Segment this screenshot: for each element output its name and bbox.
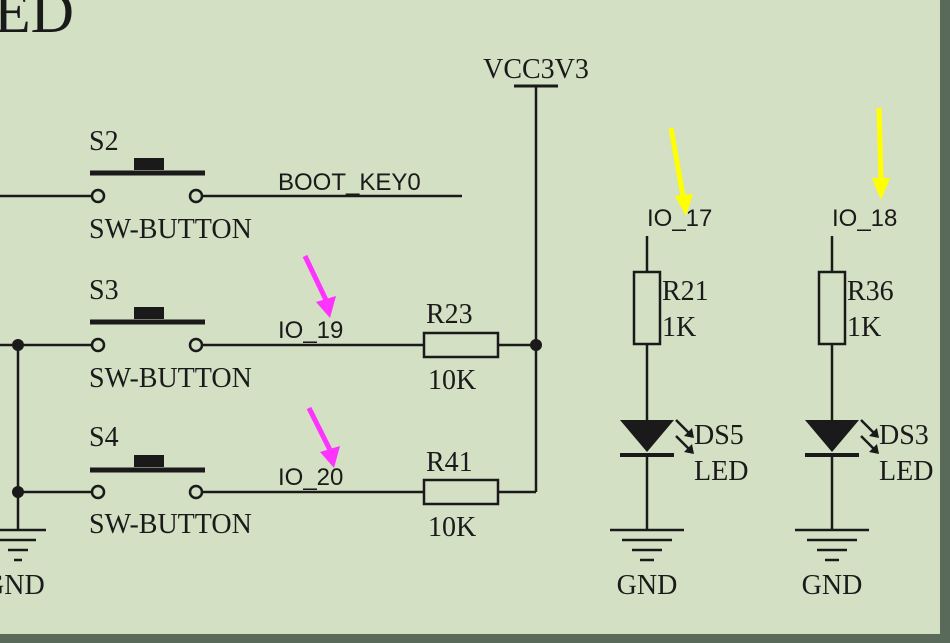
net-label-boot-key0: BOOT_KEY0 (278, 169, 421, 196)
switch-plunger (134, 307, 164, 319)
switch-s4: S4 SW-BUTTON IO_20 (89, 422, 343, 540)
switch-contact (188, 484, 204, 500)
led-circuit-io18: IO_18 R36 1K DS3 LED GND (795, 205, 933, 601)
switch-contact (188, 337, 204, 353)
led-label: LED (694, 456, 748, 487)
switch-s2: S2 SW-BUTTON BOOT_KEY0 (89, 126, 421, 245)
resistor-value: 1K (847, 312, 881, 343)
resistor-ref: R23 (426, 299, 473, 330)
ground-symbol (795, 528, 869, 562)
switch-plunger (134, 158, 164, 170)
resistor-ref: R41 (426, 447, 473, 478)
ground-label: GND (617, 570, 678, 601)
switch-contact (90, 337, 106, 353)
vcc-power-symbol: VCC3V3 (483, 54, 589, 88)
junction-dot (12, 486, 24, 498)
net-label-io20: IO_20 (278, 464, 343, 491)
net-label-io19: IO_19 (278, 317, 343, 344)
switch-ref: S3 (89, 275, 119, 306)
resistor-body (422, 478, 500, 506)
led-emission-arrowhead (869, 444, 879, 454)
switch-contact (90, 188, 106, 204)
led-ref: DS3 (879, 420, 929, 451)
annotation-arrow-yellow-io18 (872, 107, 890, 200)
led-triangle (805, 420, 859, 452)
resistor-value: 10K (428, 512, 476, 543)
ground-symbol (610, 528, 684, 562)
title-fragment: ED (0, 0, 74, 45)
switch-plunger (134, 455, 164, 467)
led-emission-arrowhead (869, 428, 879, 438)
resistor-value: 1K (662, 312, 696, 343)
ground-label: GND (802, 570, 863, 601)
net-label-io17: IO_17 (647, 205, 712, 232)
junction-dot (530, 339, 542, 351)
led-emission-arrowhead (684, 444, 694, 454)
switch-type: SW-BUTTON (89, 363, 252, 394)
resistor-body (817, 270, 847, 346)
led-circuit-io17: IO_17 R21 1K DS5 LED GND (610, 205, 748, 601)
resistor-r23: R23 10K (422, 299, 500, 396)
vcc-label: VCC3V3 (483, 54, 589, 85)
switch-s3: S3 SW-BUTTON IO_19 (89, 275, 343, 394)
resistor-value: 10K (428, 365, 476, 396)
annotation-arrow-magenta-io19 (302, 254, 336, 318)
led-emission-arrowhead (684, 428, 694, 438)
resistor-ref: R21 (662, 276, 709, 307)
net-label-io18: IO_18 (832, 205, 897, 232)
switch-contact (90, 484, 106, 500)
led-triangle (620, 420, 674, 452)
switch-contact (188, 188, 204, 204)
ground-symbol-left (0, 528, 46, 562)
switch-type: SW-BUTTON (89, 214, 252, 245)
led-label: LED (879, 456, 933, 487)
resistor-body (632, 270, 662, 346)
ground-label-left: GND (0, 570, 45, 601)
sheet-border-right (940, 0, 950, 643)
switch-type: SW-BUTTON (89, 509, 252, 540)
switch-ref: S2 (89, 126, 119, 157)
resistor-r41: R41 10K (422, 447, 500, 543)
junction-dot (12, 339, 24, 351)
resistor-ref: R36 (847, 276, 894, 307)
switch-ref: S4 (89, 422, 119, 453)
led-ref: DS5 (694, 420, 744, 451)
annotation-arrow-yellow-io17 (668, 127, 693, 216)
sheet-border-bottom (0, 634, 950, 643)
resistor-body (422, 331, 500, 359)
annotation-arrow-magenta-io20 (306, 406, 340, 468)
